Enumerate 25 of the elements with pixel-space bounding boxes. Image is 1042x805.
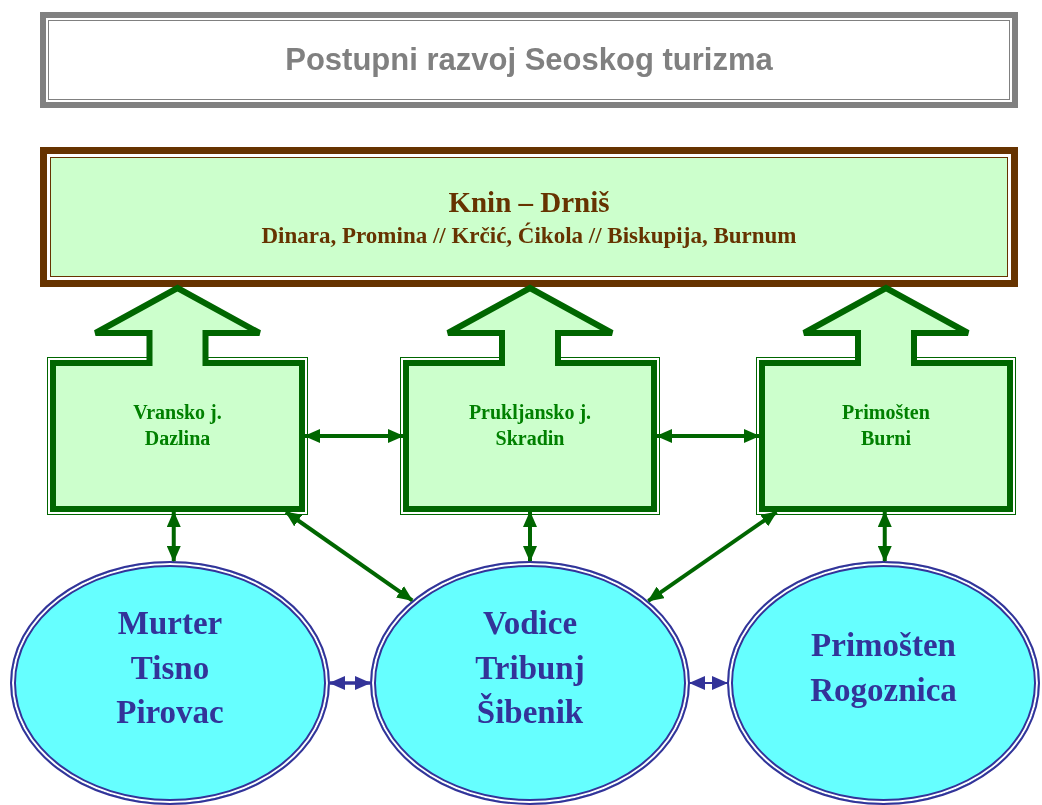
double-arrow [523,511,537,562]
double-arrow [647,510,778,603]
place-label: Murter Tisno Pirovac [115,604,225,733]
place-label: Vodice Tribunj Šibenik [474,604,586,733]
area-box [403,360,657,512]
header-box [40,147,1018,287]
double-arrow [877,511,892,562]
block-arrow [445,284,615,369]
place-label: Primošten Rogoznica [809,626,958,710]
place-label: Prukljansko j. Skradin [467,400,593,451]
area-box [759,360,1013,512]
place-label: Vransko j. Dazlina [132,400,223,451]
double-arrow [166,511,181,563]
title-text: Postupni razvoj Seoskog turizma [285,42,773,78]
block-arrow [92,284,263,369]
double-arrow [689,676,728,690]
double-arrow [329,676,371,690]
double-arrow [656,429,760,443]
area-box [50,360,305,512]
place-list: Dinara, Promina // Krčić, Ćikola // Biskupija, Burnum [261,223,797,250]
double-arrow [304,429,404,443]
region-heading: Knin – Drniš [448,184,610,220]
block-arrow [801,284,971,369]
double-arrow [284,510,414,603]
place-label: Primošten Burni [841,400,931,451]
